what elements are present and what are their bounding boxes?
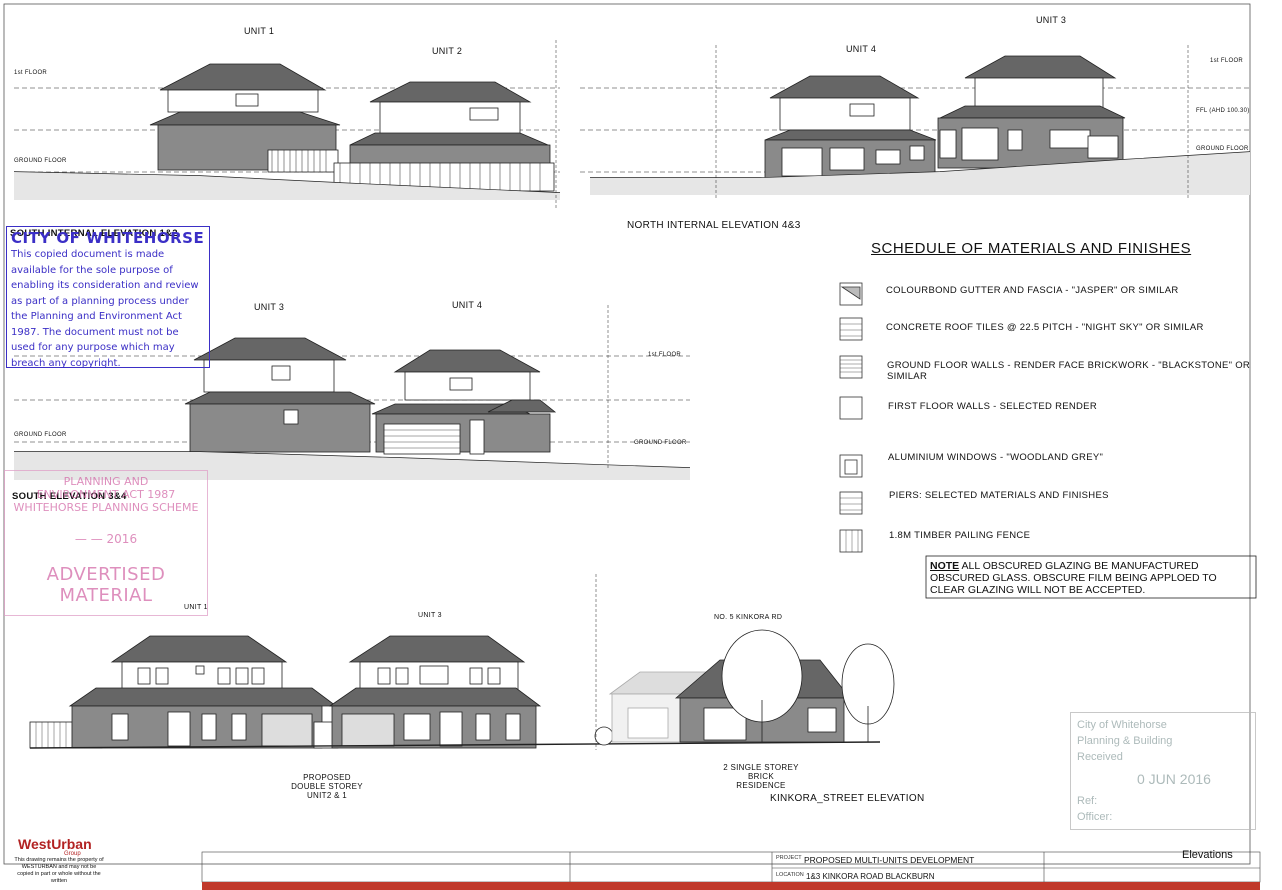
proposed-double-note: PROPOSED DOUBLE STOREY UNIT2 & 1 <box>291 773 363 800</box>
schedule-item: FIRST FLOOR WALLS - SELECTED RENDER <box>888 401 1097 412</box>
street-unit3-label: UNIT 3 <box>418 612 442 619</box>
planning-stamp: PLANNING AND ENVIRONMENT ACT 1987 WHITEH… <box>4 470 208 616</box>
stamp-blue-title: CITY OF WHITEHORSE <box>11 229 205 247</box>
existing-residence-note: 2 SINGLE STOREY BRICK RESIDENCE <box>723 763 799 790</box>
stamp-pink-line1: PLANNING AND <box>63 475 149 488</box>
stamp-grey-line3: Received <box>1077 751 1123 763</box>
stamp-grey-line5: Ref: <box>1077 795 1098 807</box>
project-label: PROJECT <box>776 855 802 861</box>
top-unit3-label: UNIT 3 <box>1036 15 1067 25</box>
stamp-pink-line3: WHITEHORSE PLANNING SCHEME <box>13 501 199 514</box>
south-internal-elevation-1-2 <box>13 40 561 210</box>
mid-unit4-label: UNIT 4 <box>452 300 483 310</box>
disclaimer-text: This drawing remains the property of WES… <box>14 857 104 884</box>
stamp-grey-date: 0 JUN 2016 <box>1137 771 1211 787</box>
level-ground-floor-mid: GROUND FLOOR <box>14 432 67 438</box>
stamp-grey-line2: Planning & Building <box>1077 735 1173 747</box>
schedule-swatches <box>839 282 863 553</box>
note-text: ALL OBSCURED GLAZING BE MANUFACTURED OBS… <box>930 560 1217 596</box>
level-first-floor-mid-right: 1st FLOOR <box>648 352 682 358</box>
south-internal-title: SOUTH INTERNAL ELEVATION 1&2 <box>10 228 178 239</box>
level-ground-floor-right: GROUND FLOOR <box>1196 146 1249 152</box>
level-first-floor-left: 1st FLOOR <box>14 70 48 76</box>
stamp-pink-date: — — 2016 <box>74 532 138 546</box>
schedule-item: 1.8M TIMBER PAILING FENCE <box>889 530 1031 541</box>
schedule-item: PIERS: SELECTED MATERIALS AND FINISHES <box>889 490 1109 501</box>
logo-text: WestUrban <box>18 836 92 852</box>
schedule-item: ALUMINIUM WINDOWS - "WOODLAND GREY" <box>888 452 1104 463</box>
schedule-item: GROUND FLOOR WALLS - RENDER FACE BRICKWO… <box>887 360 1251 382</box>
top-unit1-label: UNIT 1 <box>244 26 275 36</box>
received-stamp: City of Whitehorse Planning & Building R… <box>1070 712 1256 830</box>
stamp-pink-line2: ENVIRONMENT ACT 1987 <box>36 488 176 501</box>
mid-unit3-label: UNIT 3 <box>254 302 285 312</box>
sheet-title: Elevations <box>1182 849 1233 861</box>
north-internal-elevation-4-3 <box>580 45 1251 200</box>
schedule-item: CONCRETE ROOF TILES @ 22.5 PITCH - "NIGH… <box>886 322 1204 333</box>
title-block-frame <box>201 851 1261 883</box>
note-label: NOTE <box>930 560 960 572</box>
westurban-logo: WestUrban <box>18 836 92 852</box>
schedule-title: SCHEDULE OF MATERIALS AND FINISHES <box>871 240 1192 257</box>
stamp-pink-advertised: ADVERTISED MATERIAL <box>46 564 166 606</box>
level-ffl-right: FFL (AHD 100.30) <box>1196 108 1250 114</box>
level-ground-floor-mid-right: GROUND FLOOR <box>634 440 687 446</box>
stamp-blue-body: This copied document is made available f… <box>11 249 199 369</box>
stamp-grey-line6: Officer: <box>1077 811 1113 823</box>
street-unit1-label: UNIT 1 <box>184 604 208 611</box>
south-elevation-3-4 <box>14 305 691 480</box>
location-label: LOCATION <box>776 872 804 878</box>
glazing-note: NOTE ALL OBSCURED GLAZING BE MANUFACTURE… <box>930 560 1252 596</box>
project-name: PROPOSED MULTI-UNITS DEVELOPMENT <box>804 855 975 865</box>
copyright-stamp: CITY OF WHITEHORSE This copied document … <box>6 226 210 369</box>
level-first-floor-right: 1st FLOOR <box>1210 58 1244 64</box>
note-box <box>925 555 1257 599</box>
top-unit2-label: UNIT 2 <box>432 46 463 56</box>
street-no5-label: NO. 5 KINKORA RD <box>714 614 783 621</box>
stamp-grey-line1: City of Whitehorse <box>1077 719 1167 731</box>
top-unit4-label: UNIT 4 <box>846 44 877 54</box>
schedule-item: COLOURBOND GUTTER AND FASCIA - "JASPER" … <box>886 285 1179 296</box>
level-ground-floor-left: GROUND FLOOR <box>14 158 67 164</box>
kinkora-street-elevation <box>29 574 895 750</box>
logo-sub: Group <box>64 851 81 857</box>
redline-bar <box>202 882 1260 890</box>
north-elevation-title: NORTH INTERNAL ELEVATION 4&3 <box>627 220 801 231</box>
south-elevation-title: SOUTH ELEVATION 3&4 <box>12 491 127 502</box>
street-elevation-title: KINKORA_STREET ELEVATION <box>770 793 925 804</box>
location-name: 1&3 KINKORA ROAD BLACKBURN <box>806 872 935 881</box>
